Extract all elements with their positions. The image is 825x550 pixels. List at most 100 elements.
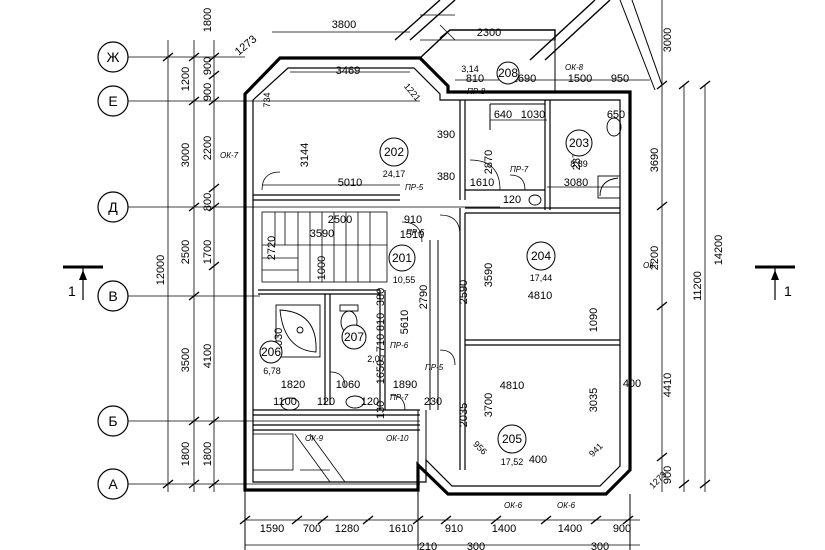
svg-text:1500: 1500 [568, 73, 592, 85]
svg-text:300: 300 [467, 541, 485, 550]
svg-text:380: 380 [437, 171, 455, 183]
svg-text:400: 400 [529, 454, 547, 466]
svg-text:ПР-6: ПР-6 [390, 341, 409, 350]
axis-marker-d: Д [97, 191, 129, 223]
svg-text:1221: 1221 [402, 81, 423, 103]
svg-text:24,17: 24,17 [383, 169, 406, 179]
svg-text:120: 120 [317, 396, 335, 408]
svg-text:1000: 1000 [316, 256, 328, 280]
svg-text:230: 230 [424, 396, 442, 408]
room-marker-201: 201 10,55 [388, 244, 416, 285]
svg-text:2200: 2200 [202, 136, 214, 160]
room-marker-206: 206 6,78 [259, 340, 283, 376]
svg-text:ОК-6: ОК-6 [557, 501, 576, 510]
svg-text:ПР-5: ПР-5 [406, 228, 425, 237]
svg-text:2500: 2500 [180, 240, 192, 264]
svg-text:204: 204 [531, 249, 551, 263]
svg-text:ПР-5: ПР-5 [405, 183, 424, 192]
svg-text:650: 650 [607, 109, 625, 121]
svg-text:640: 640 [494, 109, 512, 121]
axis-marker-b: Б [97, 405, 129, 437]
svg-text:900: 900 [613, 523, 631, 535]
svg-text:4410: 4410 [662, 373, 674, 397]
svg-text:2200: 2200 [649, 246, 661, 270]
svg-text:17,52: 17,52 [501, 457, 524, 467]
outer-walls [243, 0, 663, 550]
axis-label: Е [108, 93, 117, 109]
svg-text:400: 400 [623, 378, 641, 390]
section-marker-left: 1 [63, 265, 103, 300]
svg-text:3,14: 3,14 [461, 64, 479, 74]
svg-text:1280: 1280 [335, 523, 359, 535]
svg-text:1610: 1610 [389, 523, 413, 535]
bottom-dimension-text: 1590 700 1280 1610 910 1400 1400 900 210… [260, 523, 631, 550]
svg-text:1273: 1273 [233, 33, 259, 58]
svg-text:3700: 3700 [483, 393, 495, 417]
svg-text:2035: 2035 [458, 403, 470, 427]
top-dimension-lines [262, 31, 650, 188]
left-dimension-text: 1800 900 1200 900 2200 3000 800 2500 170… [155, 8, 214, 466]
right-dimension-text: 3000 3690 2200 11200 14200 4410 900 [649, 28, 725, 484]
door-swings [261, 159, 526, 411]
svg-text:1590: 1590 [260, 523, 284, 535]
section-label: 1 [784, 283, 792, 299]
svg-text:1650: 1650 [375, 360, 387, 384]
svg-text:2,07: 2,07 [367, 354, 385, 364]
svg-text:1400: 1400 [492, 523, 516, 535]
svg-text:1030: 1030 [521, 109, 545, 121]
svg-text:ОК-6: ОК-6 [504, 501, 523, 510]
svg-text:2500: 2500 [328, 214, 352, 226]
svg-text:1200: 1200 [180, 67, 192, 91]
room-marker-207: 207 2,07 [341, 324, 385, 364]
svg-text:956: 956 [471, 439, 489, 457]
svg-text:1400: 1400 [558, 523, 582, 535]
room-marker-204: 204 17,44 [526, 241, 556, 283]
svg-text:3080: 3080 [564, 177, 588, 189]
svg-text:300: 300 [591, 541, 609, 550]
svg-text:6,78: 6,78 [263, 366, 281, 376]
axis-label: В [108, 288, 117, 304]
svg-text:8,89: 8,89 [570, 159, 588, 169]
svg-text:2870: 2870 [483, 150, 495, 174]
inner-walls [253, 100, 620, 480]
svg-text:900: 900 [662, 466, 674, 484]
svg-text:201: 201 [392, 251, 412, 265]
svg-text:ОК-: ОК- [643, 261, 657, 270]
svg-text:4810: 4810 [500, 380, 524, 392]
section-marker-right: 1 [755, 265, 795, 300]
svg-text:1800: 1800 [202, 8, 214, 32]
svg-text:17,44: 17,44 [530, 273, 553, 283]
right-dimension-lines [656, 0, 711, 492]
svg-text:3590: 3590 [483, 263, 495, 287]
svg-text:207: 207 [344, 330, 364, 344]
svg-text:1510: 1510 [400, 229, 424, 241]
svg-text:3800: 3800 [332, 19, 356, 31]
svg-text:11200: 11200 [692, 271, 704, 301]
svg-text:120: 120 [503, 194, 521, 206]
svg-text:910: 910 [445, 523, 463, 535]
left-dimension-lines [162, 40, 220, 492]
svg-text:900: 900 [202, 57, 214, 75]
svg-text:203: 203 [569, 136, 589, 150]
axis-label: Б [108, 413, 117, 429]
svg-text:380: 380 [375, 288, 387, 306]
svg-text:4100: 4100 [202, 344, 214, 368]
svg-text:ОК-7: ОК-7 [220, 151, 239, 160]
room-marker-208: 208 3,14 [461, 61, 520, 85]
room-marker-203: 203 8,89 [565, 129, 593, 169]
interior-dimension-text: 3144 734 2870 2870 910 2500 1510 3590 27… [262, 92, 668, 490]
axis-label: А [108, 476, 118, 492]
room-marker-202: 202 24,17 [379, 137, 409, 179]
bottom-dimension-lines [239, 515, 640, 546]
axis-lines [127, 56, 500, 485]
svg-text:3035: 3035 [588, 388, 600, 412]
svg-text:3500: 3500 [180, 348, 192, 372]
svg-text:710: 710 [375, 334, 387, 352]
svg-text:1610: 1610 [470, 177, 494, 189]
svg-text:208: 208 [498, 66, 518, 80]
svg-text:120: 120 [361, 396, 379, 408]
svg-text:3144: 3144 [299, 143, 311, 167]
section-label: 1 [68, 283, 76, 299]
axis-marker-zh: Ж [97, 41, 129, 73]
